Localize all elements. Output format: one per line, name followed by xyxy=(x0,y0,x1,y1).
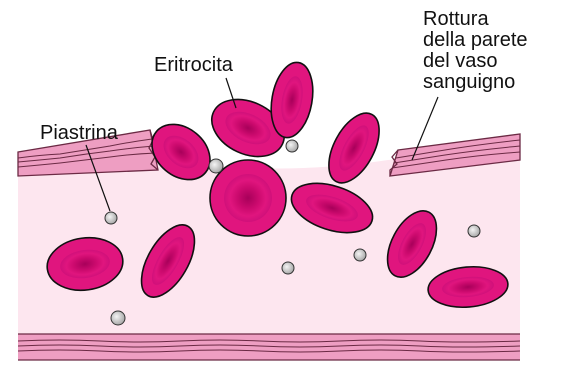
platelet-label: Piastrina xyxy=(40,123,118,144)
platelet xyxy=(282,262,294,274)
platelet xyxy=(105,212,117,224)
platelet xyxy=(354,249,366,261)
platelet xyxy=(111,311,125,325)
vessel-wall-rupture-label: Rottura della parete del vaso sanguigno xyxy=(423,9,528,93)
platelet xyxy=(468,225,480,237)
erythrocyte xyxy=(210,160,286,236)
platelet xyxy=(209,159,223,173)
platelet xyxy=(286,140,298,152)
vessel-wall-bottom xyxy=(18,334,520,360)
erythrocyte-label: Eritrocita xyxy=(154,55,233,76)
